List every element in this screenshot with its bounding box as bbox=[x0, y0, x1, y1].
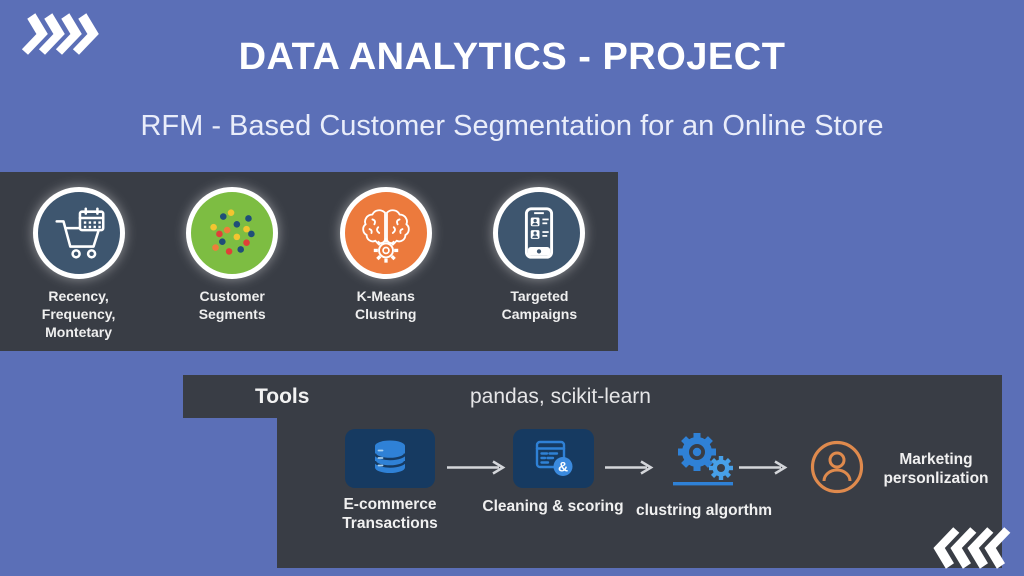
flow-arrow-icon bbox=[605, 460, 654, 475]
scatter-dots-icon bbox=[210, 209, 255, 255]
gears-icon bbox=[673, 433, 733, 486]
document-scoring-icon: & bbox=[535, 440, 572, 476]
flow-label-clustering: clustring algorthm bbox=[629, 502, 779, 521]
cart-calendar-icon bbox=[55, 207, 105, 259]
stage-circle bbox=[339, 187, 432, 279]
stage-item-rfm: Recency, Frequency, Montetary bbox=[4, 187, 154, 351]
stage-circle bbox=[186, 187, 279, 279]
flow-label-line: clustring algorthm bbox=[635, 502, 773, 519]
brain-gear-icon bbox=[362, 209, 410, 263]
tools-header: Tools pandas, scikit-learn bbox=[183, 375, 1002, 418]
stage-label-line: Customer bbox=[199, 288, 265, 304]
stage-label-line: Segments bbox=[198, 305, 266, 322]
flow-label-line: Cleaning & scoring bbox=[482, 498, 624, 515]
page-subtitle: RFM - Based Customer Segmentation for an… bbox=[140, 110, 884, 142]
flow-label-line: Marketing bbox=[899, 451, 973, 468]
stage-label-line: Recency, bbox=[48, 288, 109, 304]
stage-item-kmeans: K-Means Clustring bbox=[311, 187, 461, 351]
stage-label-line: Montetary bbox=[45, 323, 113, 340]
tools-label: Tools bbox=[255, 385, 310, 408]
stage-label-line: K-Means bbox=[356, 288, 415, 304]
stage-circle bbox=[493, 187, 586, 279]
stage-label-line: Frequency, bbox=[41, 305, 116, 322]
tools-value: pandas, scikit-learn bbox=[470, 385, 651, 408]
flow-step-transactions bbox=[345, 429, 435, 488]
flow-step-cleaning: & bbox=[513, 429, 594, 488]
stage-label: K-Means Clustring bbox=[355, 288, 416, 324]
flow-arrow-icon bbox=[739, 460, 788, 475]
stage-label-line: Targeted bbox=[510, 288, 569, 304]
flow-label-cleaning: Cleaning & scoring bbox=[473, 498, 633, 517]
smartphone-contacts-icon bbox=[525, 207, 554, 259]
person-circle-icon bbox=[810, 440, 864, 494]
stage-circle bbox=[32, 187, 125, 279]
stages-panel: Recency, Frequency, Montetary bbox=[0, 172, 618, 351]
stage-label-line: Clustring bbox=[355, 305, 417, 322]
stage-item-campaigns: Targeted Campaigns bbox=[464, 187, 614, 351]
flow-label-line: Transactions bbox=[342, 514, 438, 532]
flow-label-transactions: E-commerce Transactions bbox=[320, 496, 460, 534]
stage-label-line: Campaigns bbox=[501, 305, 578, 322]
stage-label: Targeted Campaigns bbox=[502, 288, 577, 324]
forward-chevrons-icon bbox=[21, 13, 99, 55]
svg-text:&: & bbox=[557, 458, 567, 474]
stage-label: Customer Segments bbox=[199, 288, 266, 324]
flow-arrow-icon bbox=[447, 460, 506, 475]
back-chevrons-icon bbox=[933, 527, 1011, 569]
page-title: DATA ANALYTICS - PROJECT bbox=[238, 36, 786, 78]
flow-label-line: personlization bbox=[883, 469, 989, 487]
tools-flow-panel: E-commerce Transactions & Cleaning & s bbox=[277, 418, 1011, 569]
flow-label-marketing: Marketing personlization bbox=[867, 451, 1005, 489]
database-icon bbox=[373, 440, 407, 473]
flow-label-line: E-commerce bbox=[343, 496, 437, 513]
stage-label: Recency, Frequency, Montetary bbox=[42, 288, 116, 342]
stage-item-segments: Customer Segments bbox=[157, 187, 307, 351]
